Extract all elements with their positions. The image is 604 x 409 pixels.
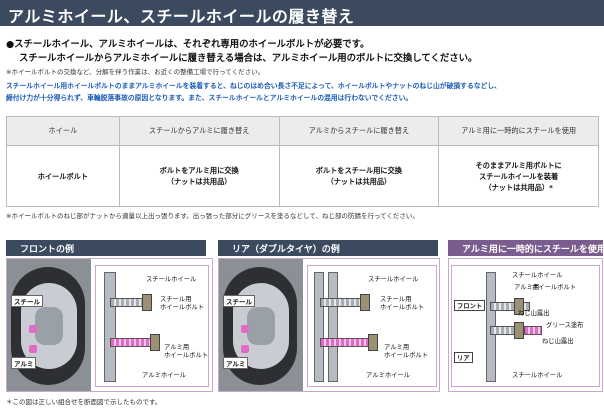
- table-cell-temporary-steel: そのままアルミ用ボルトに スチールホイールを装着 （ナットは共用品）*: [438, 145, 599, 207]
- panel-title-temporary: アルミ用に一時的にスチールを使用: [448, 240, 604, 256]
- label-alu-wheel: アルミホイール: [366, 372, 411, 379]
- panel-rear-example: スチール アルミ スチールホイール スチール用 ホイールボルト アルミ用 ホイー…: [218, 258, 440, 392]
- label-thread-exposed-1: ねじ山露出: [518, 310, 550, 317]
- bullet-dedicated-bolts: ●スチールホイール、アルミホイールは、それぞれ専用のホイールボルトが必要です。: [6, 39, 370, 50]
- table-header-steel-to-alu: スチールからアルミに履き替え: [118, 116, 280, 146]
- nut-marker-icon: [29, 325, 37, 333]
- wheel-photo: スチール アルミ: [219, 259, 303, 391]
- hub-plate-shape: [328, 272, 338, 382]
- nut-marker-icon: [241, 325, 249, 333]
- table-header-row: ホイール スチールからアルミに履き替え アルミからスチールに履き替え アルミ用に…: [6, 116, 599, 146]
- cell-text: ボルトをスチール用に交換: [315, 166, 402, 175]
- panel-title-front: フロントの例: [6, 240, 206, 256]
- label-steel-bolt-2: ホイールボルト: [160, 304, 205, 311]
- table-header-alu-to-steel: アルミからスチールに履き替え: [278, 116, 440, 146]
- label-steel-wheel-top: スチールホイール: [512, 272, 563, 279]
- warning-line-1: スチールホイール用ホイールボルトのままアルミホイールを装着すると、ねじのはめ合い…: [6, 82, 501, 90]
- steel-bolt-shape: [110, 298, 146, 307]
- label-alu-bolt-1: アルミ用: [164, 344, 190, 351]
- cell-text: （ナットは共用品）: [166, 177, 232, 186]
- cell-text: そのままアルミ用ボルトに: [475, 160, 562, 170]
- bullet-change-bolts: スチールホイールからアルミホイールに履き替える場合は、アルミホイール用のボルトに…: [19, 53, 478, 64]
- label-alu-wheel: アルミホイール: [142, 372, 187, 379]
- alu-bolt-shape: [110, 338, 154, 347]
- alu-bolt-shape: [490, 302, 530, 311]
- photo-tag-alu: アルミ: [11, 357, 37, 369]
- cell-text: （ナットは共用品）: [326, 177, 392, 186]
- label-steel-bolt-1: スチール用: [160, 296, 192, 303]
- label-thread-exposed-2: ねじ山露出: [542, 338, 574, 345]
- note-thread-protrusion: ※ホイールボルトのねじ部がナットから適量以上出っ張ります。出っ張った部分にグリー…: [6, 212, 419, 220]
- nut-shape: [142, 294, 152, 311]
- table-row-label: ホイールボルト: [6, 145, 120, 207]
- panel-front-example: スチール アルミ スチールホイール スチール用 ホイールボルト アルミ用 ホイー…: [6, 258, 213, 392]
- bolt-compatibility-table: ホイール スチールからアルミに履き替え アルミからスチールに履き替え アルミ用に…: [6, 116, 599, 207]
- cell-text: ボルトをアルミ用に交換: [159, 166, 239, 175]
- cell-text: （ナットは共用品）*: [484, 182, 553, 192]
- nut-marker-icon: [29, 345, 37, 353]
- panel-title-rear: リア（ダブルタイヤ）の例: [218, 240, 438, 256]
- cross-section-diagram: フロント リア スチールホイール アルミ用 ホイールボルト ねじ山露出 グリース…: [451, 265, 600, 387]
- table-cell-alu-to-steel: ボルトをスチール用に交換 （ナットは共用品）: [278, 145, 440, 207]
- wheel-photo: スチール アルミ: [7, 259, 91, 391]
- note-bolt-replacement: ※ホイールボルトの交換など、分解を伴う作業は、お近くの整備工場で行ってください。: [6, 68, 265, 76]
- label-alu-bolt-1: アルミ用: [514, 284, 540, 291]
- cross-section-diagram: スチールホイール スチール用 ホイールボルト アルミ用 ホイールボルト アルミホ…: [95, 265, 209, 387]
- cross-section-diagram: スチールホイール スチール用 ホイールボルト アルミ用 ホイールボルト アルミホ…: [307, 265, 437, 387]
- label-grease: グリース塗布: [546, 322, 584, 329]
- label-steel-wheel-bottom: スチールホイール: [512, 372, 563, 379]
- hub-plate-shape: [104, 272, 116, 382]
- table-row: ホイールボルト ボルトをアルミ用に交換 （ナットは共用品） ボルトをスチール用に…: [6, 145, 599, 207]
- tag-rear: リア: [454, 352, 473, 363]
- warning-line-2: 締付け力が十分得られず、車輪脱落事故の原因となります。また、スチールホイールとア…: [6, 94, 413, 102]
- hub-shape: [247, 307, 275, 345]
- photo-tag-alu: アルミ: [223, 357, 249, 369]
- label-steel-bolt-2: ホイールボルト: [380, 304, 425, 311]
- nut-shape: [368, 334, 378, 351]
- photo-tag-steel: スチール: [223, 295, 255, 307]
- photo-tag-steel: スチール: [11, 295, 43, 307]
- nut-shape: [360, 294, 370, 311]
- label-alu-bolt-2: ホイールボルト: [384, 352, 429, 359]
- steel-bolt-shape: [320, 298, 364, 307]
- grease-bolt-shape: [524, 326, 542, 335]
- hub-shape: [35, 307, 63, 345]
- label-steel-wheel: スチールホイール: [368, 276, 419, 283]
- label-alu-bolt-1: アルミ用: [384, 344, 410, 351]
- table-header-temporary-steel: アルミ用に一時的にスチールを使用: [438, 116, 599, 146]
- panel-temporary-steel: フロント リア スチールホイール アルミ用 ホイールボルト ねじ山露出 グリース…: [448, 258, 603, 392]
- table-cell-steel-to-alu: ボルトをアルミ用に交換 （ナットは共用品）: [118, 145, 280, 207]
- page-title: アルミホイール、スチールホイールの履き替え: [0, 0, 604, 26]
- nut-marker-icon: [241, 345, 249, 353]
- tag-front: フロント: [454, 300, 486, 311]
- table-header-wheel: ホイール: [6, 116, 120, 146]
- label-alu-bolt-2: ホイールボルト: [532, 284, 577, 291]
- nut-shape: [150, 334, 160, 351]
- cell-text: スチールホイールを装着: [479, 171, 559, 181]
- alu-bolt-shape: [320, 338, 372, 347]
- hub-plate-shape: [314, 272, 324, 382]
- nut-shape: [514, 298, 524, 315]
- label-steel-wheel: スチールホイール: [146, 276, 197, 283]
- label-steel-bolt-1: スチール用: [380, 296, 412, 303]
- label-alu-bolt-2: ホイールボルト: [164, 352, 209, 359]
- nut-shape: [514, 322, 524, 339]
- footnote: ＊この図は正しい組合せを断面図で示したものです。: [6, 398, 162, 406]
